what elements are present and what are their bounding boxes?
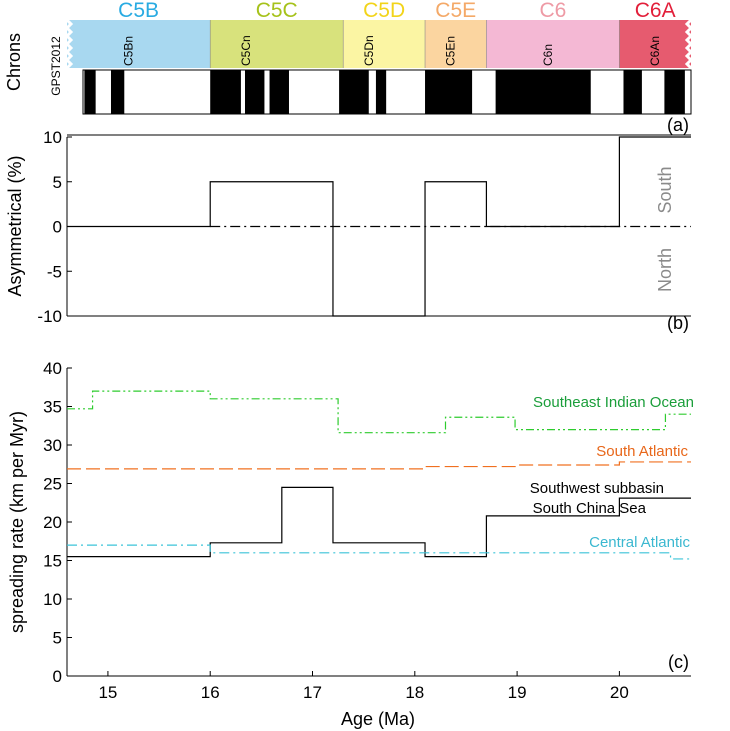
panel-c-x-tick-label: 15 <box>98 683 117 702</box>
polarity-block-normal <box>623 70 642 114</box>
chron-break-left <box>63 18 74 70</box>
series-label-central-atlantic: Central Atlantic <box>589 534 690 551</box>
north-side-label: North <box>655 248 675 292</box>
epoch-band-c5d <box>343 20 426 68</box>
panel-c-x-tick-label: 16 <box>201 683 220 702</box>
epoch-label-c6a: C6A <box>635 0 676 22</box>
panel-b-letter: (b) <box>667 313 689 333</box>
polarity-block-normal <box>425 70 473 114</box>
asymmetry-step-line <box>67 136 691 317</box>
panel-b-y-tick-label: 10 <box>43 128 62 147</box>
panel-c-y-tick-label: 25 <box>43 475 62 494</box>
epoch-label-c5d: C5D <box>363 0 405 22</box>
series-label-southeast-indian-ocean: Southeast Indian Ocean <box>533 394 694 411</box>
panel-c-x-axis-label: Age (Ma) <box>341 709 415 729</box>
panel-c-y-tick-label: 5 <box>53 629 62 648</box>
panel-c-y-tick-label: 15 <box>43 552 62 571</box>
chron-label-c6n: C6n <box>541 44 555 66</box>
polarity-block-normal <box>375 70 387 114</box>
panel-c-x-tick-label: 18 <box>405 683 424 702</box>
chron-label-c5bn: C5Bn <box>121 36 135 66</box>
epoch-label-c5b: C5B <box>118 0 159 22</box>
epoch-band-c5e <box>425 20 487 68</box>
series-line-south-atlantic <box>67 461 691 470</box>
series-label-southwest-subbasin-south-china-sea: Southwest subbasin <box>530 480 664 497</box>
south-side-label: South <box>655 166 675 213</box>
panel-c-y-tick-label: 40 <box>43 359 62 378</box>
series-line-southwest-subbasin-south-china-sea <box>67 486 691 558</box>
panel-b-y-tick-label: 0 <box>53 218 62 237</box>
panel-b-y-axis-label: Asymmetrical (%) <box>5 155 25 296</box>
polarity-block-normal <box>664 70 685 114</box>
epoch-band-c6a <box>619 20 691 68</box>
epoch-band-c5c <box>210 20 344 68</box>
chron-label-c5cn: C5Cn <box>239 35 253 66</box>
panel-b-y-tick-label: -5 <box>47 262 62 281</box>
panel-c-x-tick-label: 17 <box>303 683 322 702</box>
polarity-block-normal <box>269 70 289 114</box>
panel-a-timescale: C5B C5C C5D C5E C6 C6A C5Bn C5Cn C5Dn C5En C6n C6An… <box>4 0 695 136</box>
series-line-central-atlantic <box>67 544 691 560</box>
epoch-label-c5c: C5C <box>256 0 298 22</box>
panel-c-y-axis-label: spreading rate (km per Myr) <box>7 411 27 633</box>
series-label-south-atlantic: South Atlantic <box>596 443 688 460</box>
panel-c-x-tick-label: 20 <box>610 683 629 702</box>
epoch-label-c5e: C5E <box>435 0 476 22</box>
panel-c-y-tick-label: 0 <box>53 667 62 686</box>
panel-c-y-tick-label: 35 <box>43 398 62 417</box>
polarity-block-normal <box>210 70 241 114</box>
polarity-track-frame <box>82 69 692 115</box>
epoch-label-c6: C6 <box>539 0 566 22</box>
gpst2012-track-label: GPST2012 <box>49 36 63 96</box>
series-label-southwest-subbasin-south-china-sea: South China Sea <box>533 500 647 517</box>
panel-a-letter: (a) <box>667 115 689 135</box>
panel-c-y-tick-label: 20 <box>43 513 62 532</box>
chron-label-c5en: C5En <box>444 36 458 66</box>
epoch-band-c5b <box>67 20 211 68</box>
polarity-block-normal <box>244 70 265 114</box>
panel-c-x-tick-label: 19 <box>508 683 527 702</box>
panel-c-y-tick-label: 10 <box>43 590 62 609</box>
chron-break-right <box>684 18 695 70</box>
chrons-axis-label: Chrons <box>4 33 24 91</box>
polarity-block-normal <box>495 70 591 114</box>
polarity-block-normal <box>339 70 369 114</box>
chron-label-c6an: C6An <box>648 36 662 66</box>
chron-label-c5dn: C5Dn <box>362 35 376 66</box>
panel-c-letter: (c) <box>668 652 689 672</box>
series-line-southeast-indian-ocean <box>67 390 691 434</box>
epoch-band-c6 <box>486 20 620 68</box>
panel-b-y-tick-label: 5 <box>53 173 62 192</box>
polarity-block-normal <box>84 70 96 114</box>
polarity-block-normal <box>110 70 125 114</box>
panel-c-y-tick-label: 30 <box>43 436 62 455</box>
panel-b-y-tick-label: -10 <box>37 307 62 326</box>
